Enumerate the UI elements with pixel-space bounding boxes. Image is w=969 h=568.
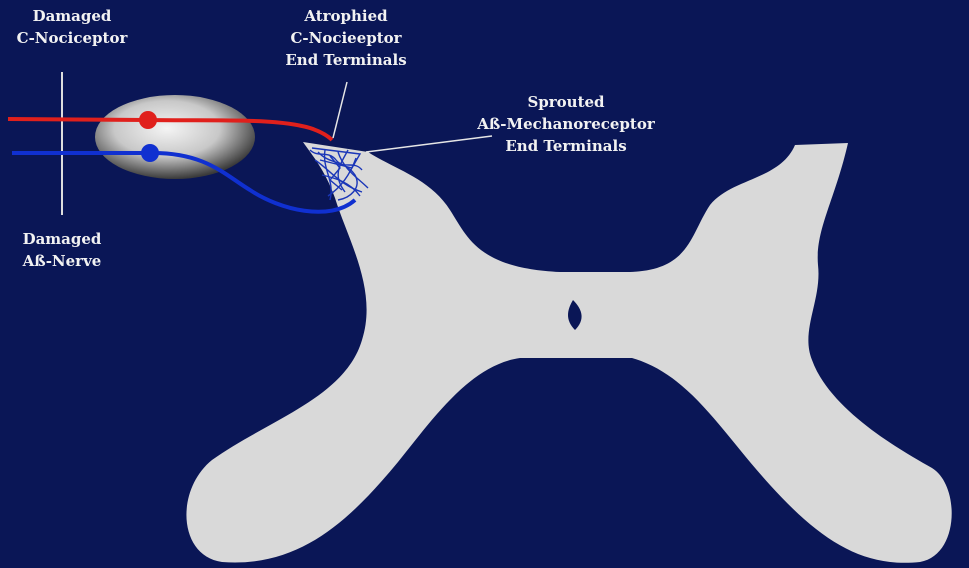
dorsal-root-ganglion xyxy=(95,95,255,179)
spinal-cord-grey-matter xyxy=(186,142,951,563)
atrophied-terminals-label: Atrophied C-Nocieeptor End Terminals xyxy=(285,5,406,71)
c-nociceptor-cell-body xyxy=(139,111,157,129)
atrophied-pointer-line xyxy=(333,82,347,138)
sprouted-terminals-label: Sprouted Aß-Mechanoreceptor End Terminal… xyxy=(477,91,655,157)
sprouted-pointer-line xyxy=(366,136,492,152)
damaged-c-nociceptor-label: Damaged C-Nociceptor xyxy=(17,5,128,49)
damaged-ab-nerve-label: Damaged Aß-Nerve xyxy=(23,228,102,272)
ab-nerve-cell-body xyxy=(141,144,159,162)
